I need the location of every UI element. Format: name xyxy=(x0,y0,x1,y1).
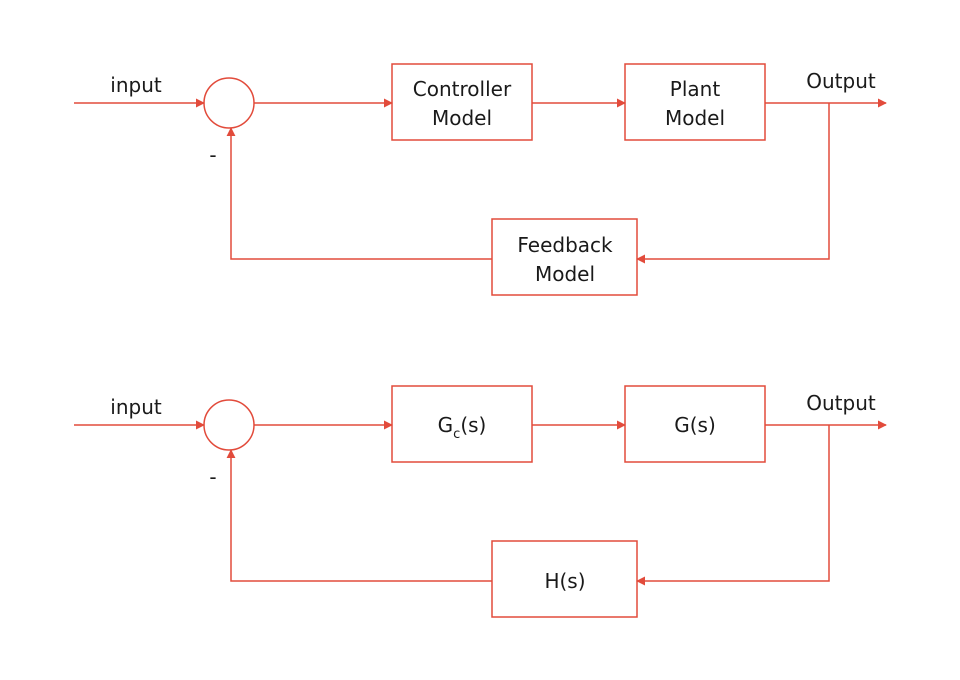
controller-block xyxy=(391,385,533,463)
summing-junction xyxy=(203,77,255,129)
input-label: input xyxy=(110,73,162,97)
plant-model-block xyxy=(624,63,766,141)
summing-junction xyxy=(203,399,255,451)
plant-transfer-function: G(s) xyxy=(674,413,716,437)
minus-sign: - xyxy=(209,143,216,167)
plant-label-line2: Model xyxy=(665,106,725,130)
output-label: Output xyxy=(806,391,876,415)
feedback-model-block xyxy=(491,218,638,296)
controller-transfer-function: Gc(s) xyxy=(438,413,487,442)
controller-tf-suffix: (s) xyxy=(460,413,486,437)
feedback-label-line2: Model xyxy=(535,262,595,286)
feedback-path-arrow xyxy=(636,103,830,264)
feedback-return-arrow xyxy=(226,449,492,582)
minus-sign: - xyxy=(209,465,216,489)
controller-tf-main: G xyxy=(438,413,454,437)
feedback-block xyxy=(491,540,638,618)
feedback-return-arrow xyxy=(226,127,492,260)
diagram-transfer-function-labels: input Output - Gc(s) G(s) H(s) xyxy=(110,391,876,593)
plant-label-line1: Plant xyxy=(670,77,721,101)
controller-label-line1: Controller xyxy=(413,77,512,101)
diagram-descriptive-labels: input Output - Controller Model Plant Mo… xyxy=(110,69,876,286)
plant-block xyxy=(624,385,766,463)
controller-model-block xyxy=(391,63,533,141)
output-label: Output xyxy=(806,69,876,93)
feedback-label-line1: Feedback xyxy=(517,233,613,257)
input-label: input xyxy=(110,395,162,419)
diagram-descriptive xyxy=(74,63,887,296)
controller-label-line2: Model xyxy=(432,106,492,130)
feedback-transfer-function: H(s) xyxy=(544,569,585,593)
feedback-path-arrow xyxy=(636,425,830,586)
diagram-transfer-functions xyxy=(74,385,887,618)
controller-tf-subscript: c xyxy=(453,427,460,442)
